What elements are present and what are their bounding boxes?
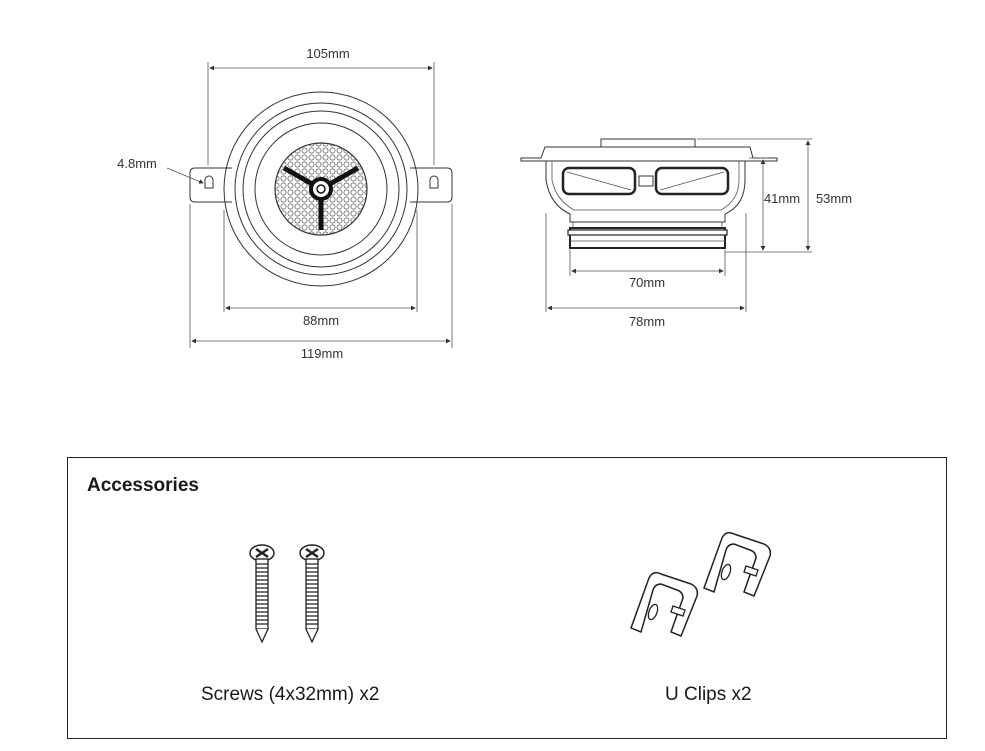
dim-front-88: 88mm [303,313,339,328]
left-mounting-tab [189,167,232,203]
dim-side-41: 41mm [764,191,800,206]
dim-front-119: 119mm [301,346,343,361]
speaker-dimension-drawing: 105mm 4.8mm 88mm 119mm [117,46,852,361]
cone-ring [254,122,388,256]
u-clips-label: U Clips x2 [665,684,752,705]
dim-front-105: 105mm [306,46,349,61]
right-mounting-tab [410,167,453,203]
tweeter-profile [600,138,696,148]
accessories-panel: Accessories Screws (4x32m [67,457,947,739]
front-view: 105mm 4.8mm 88mm 119mm [117,46,453,361]
mounting-flange [520,146,778,162]
screw-icon [249,544,325,644]
outer-frame [223,91,419,287]
u-clip-icon [630,531,772,637]
speaker-basket [545,161,746,223]
dim-front-4-8: 4.8mm [117,156,157,171]
right-keyhole-icon [429,175,439,189]
side-view: 41mm 53mm 70mm 78mm [520,138,852,329]
dim-side-70: 70mm [629,275,665,290]
screws-label: Screws (4x32mm) x2 [201,684,380,705]
accessories-title: Accessories [87,475,199,496]
left-keyhole-icon [204,175,214,189]
dim-side-78: 78mm [629,314,665,329]
dim-side-53: 53mm [816,191,852,206]
frame-inner-ring [234,102,408,276]
surround-ring [242,110,400,268]
